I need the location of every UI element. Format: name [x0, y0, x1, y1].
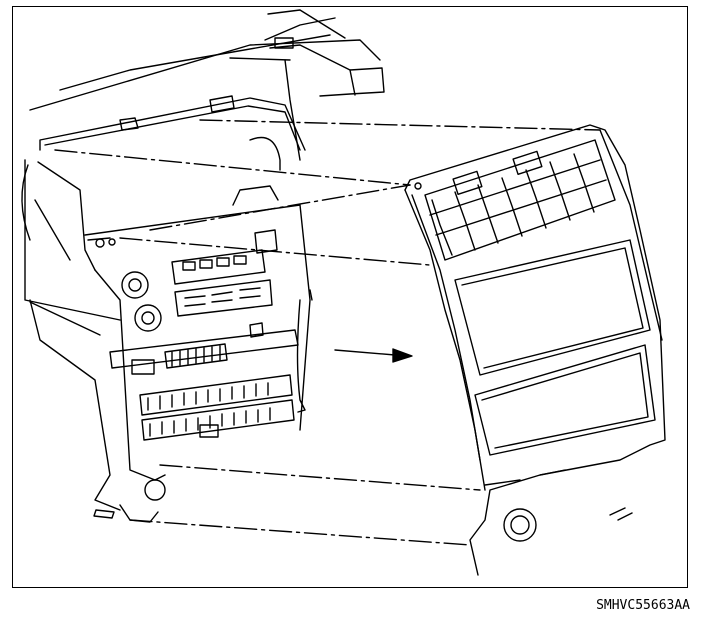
dash-body-left [22, 96, 305, 522]
removal-arrow [335, 349, 412, 362]
center-stack [85, 186, 312, 500]
alignment-lines [55, 120, 600, 545]
figure-id-code: SMHVC55663AA [596, 598, 690, 613]
center-bezel [405, 125, 665, 575]
figure-frame [12, 6, 688, 588]
